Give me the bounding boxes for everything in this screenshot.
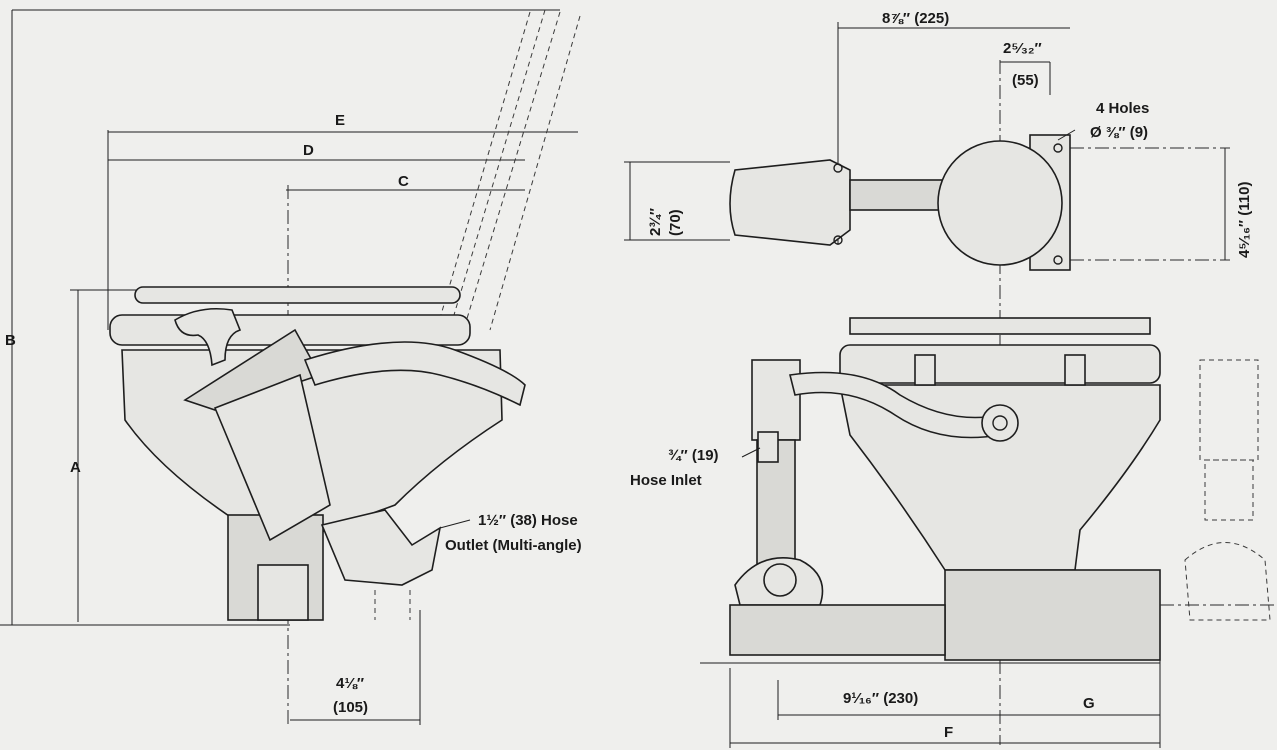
plan-view xyxy=(624,22,1230,745)
dim-225-label: 8⅞″ (225) xyxy=(882,10,949,27)
dim-105-inch: 4⅛″ xyxy=(336,675,364,692)
bowl-plan xyxy=(937,140,1063,266)
mount-hole xyxy=(833,163,843,173)
outlet-leader xyxy=(439,519,471,529)
mount-hole xyxy=(1053,143,1063,153)
inlet-label-1: ¾″ (19) xyxy=(668,447,719,464)
seat-bolt xyxy=(914,354,936,386)
front-hose-bore xyxy=(992,415,1008,431)
inlet-leader xyxy=(741,447,761,458)
dim-f-label: F xyxy=(944,724,953,741)
dim-70-inch: 2¾″ xyxy=(647,208,664,236)
open-lid-outline xyxy=(437,9,581,336)
front-hose-fitting xyxy=(981,404,1019,442)
dim-110-label: 4⁵⁄₁₆″ (110) xyxy=(1236,182,1253,258)
mount-hole xyxy=(833,235,843,245)
dim-a-label: A xyxy=(70,459,81,476)
base-foot xyxy=(257,564,309,621)
pump-side-detail xyxy=(1160,359,1275,621)
front-pump-plate xyxy=(729,604,946,656)
inlet-stub xyxy=(757,431,779,463)
holes-leader xyxy=(1057,129,1076,141)
dim-c-label: C xyxy=(398,173,409,190)
inlet-label-2: Hose Inlet xyxy=(630,472,702,489)
front-base xyxy=(944,569,1161,661)
dim-55-mm: (55) xyxy=(1012,72,1039,89)
mount-hole xyxy=(1053,255,1063,265)
seat-bolt xyxy=(1064,354,1086,386)
holes-label-1: 4 Holes xyxy=(1096,100,1149,117)
pump-handle xyxy=(174,307,242,367)
dim-70-mm: (70) xyxy=(667,209,684,236)
pump-plan xyxy=(729,159,851,246)
front-outlet xyxy=(763,563,797,597)
seat-lid xyxy=(134,286,461,304)
dim-55-inch: 2⁵⁄₃₂″ xyxy=(1003,40,1042,57)
front-seat xyxy=(849,317,1151,335)
detail-mid xyxy=(1204,459,1254,521)
outlet-elbow xyxy=(320,509,442,586)
pump-plan-arm xyxy=(849,179,946,211)
front-pump-head xyxy=(751,359,801,441)
side-view xyxy=(0,9,581,725)
outlet-hidden xyxy=(374,590,411,620)
front-seat-ring xyxy=(839,344,1161,384)
holes-label-2: Ø ⅜″ (9) xyxy=(1090,124,1148,141)
dim-230-label: 9¹⁄₁₆″ (230) xyxy=(843,690,918,707)
detail-base xyxy=(1184,542,1271,621)
dim-d-label: D xyxy=(303,142,314,159)
detail-upper xyxy=(1199,359,1259,461)
front-view xyxy=(700,317,1161,748)
pump-body xyxy=(213,373,331,542)
inlet-hose xyxy=(303,341,526,407)
dim-e-label: E xyxy=(335,112,345,129)
outlet-label-1: 1½″ (38) Hose xyxy=(478,512,578,529)
dim-105-mm: (105) xyxy=(333,699,368,716)
dim-b-label: B xyxy=(5,332,16,349)
outlet-label-2: Outlet (Multi-angle) xyxy=(445,537,582,554)
dim-g-label: G xyxy=(1083,695,1095,712)
